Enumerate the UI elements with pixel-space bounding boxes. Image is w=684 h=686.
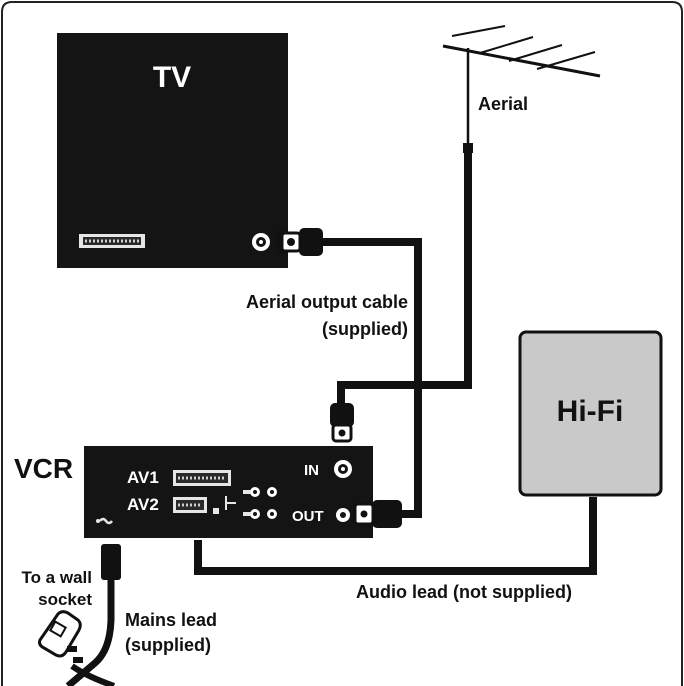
aerial-output-cable — [322, 238, 422, 518]
wall-socket-label-line1: To a wall — [21, 568, 92, 587]
tv-body — [57, 33, 288, 268]
coax-plug-icon — [330, 403, 354, 443]
tv-label: TV — [153, 61, 191, 94]
av2-label: AV2 — [127, 495, 159, 514]
hifi-body — [518, 330, 663, 497]
aerial-cable — [337, 152, 472, 408]
vcr-body — [84, 446, 373, 538]
wall-socket-label-line2: socket — [38, 590, 92, 609]
audio-lead-cable — [194, 497, 597, 575]
mains-plug-icon — [38, 610, 83, 663]
out-label: OUT — [292, 508, 324, 525]
mains-lead-label-line2: (supplied) — [125, 635, 211, 655]
mains-lead-cable — [65, 576, 115, 686]
mains-plug-body — [101, 544, 121, 580]
aerial-cable-label-line2: (supplied) — [322, 319, 408, 339]
coax-socket-icon — [252, 233, 270, 251]
tv-unit: TV — [57, 33, 288, 268]
coax-plug-icon — [276, 228, 323, 256]
vcr-unit: AV1 AV2 IN — [84, 446, 373, 538]
hifi-unit: Hi-Fi — [518, 330, 663, 497]
scart-connector-icon — [173, 470, 231, 486]
power-symbol-icon — [96, 517, 113, 525]
mains-lead-tail — [70, 663, 116, 686]
aerial-cable-label-line1: Aerial output cable — [246, 292, 408, 312]
vcr-label: VCR — [14, 453, 73, 484]
rca-socket-icon — [243, 487, 277, 519]
coax-plug-icon — [353, 500, 402, 528]
scart-connector-icon — [79, 234, 145, 248]
scart-connector-icon — [173, 497, 207, 513]
mains-lead-label-line1: Mains lead — [125, 610, 217, 630]
hifi-label: Hi-Fi — [557, 395, 624, 428]
coax-socket-icon — [336, 508, 350, 522]
aerial-label: Aerial — [478, 94, 528, 114]
aerial-antenna — [442, 25, 601, 153]
audio-lead-label: Audio lead (not supplied) — [356, 582, 572, 602]
coax-socket-icon — [334, 460, 352, 478]
av1-label: AV1 — [127, 468, 159, 487]
in-label: IN — [304, 462, 319, 479]
